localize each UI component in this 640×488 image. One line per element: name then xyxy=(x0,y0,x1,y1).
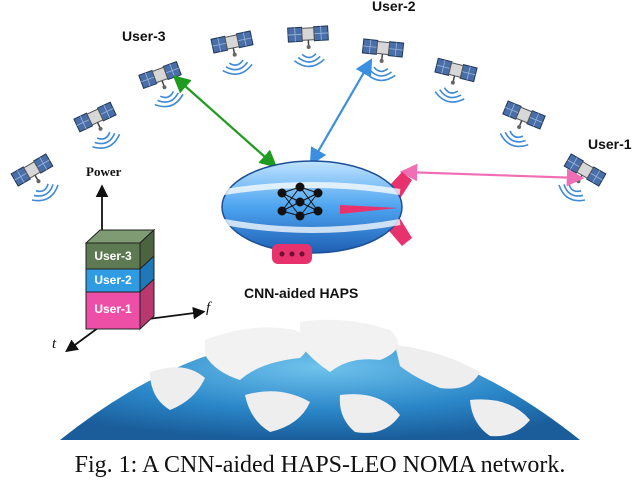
haps-airship xyxy=(221,160,412,264)
satellite-icon xyxy=(73,101,124,154)
power-stack xyxy=(84,228,156,331)
stack-layer-user1 xyxy=(85,291,141,330)
stack-label-user3: User-3 xyxy=(94,249,132,263)
satellite-user2-icon xyxy=(360,38,405,83)
link-user3 xyxy=(172,75,278,168)
user2-label: User-2 xyxy=(372,0,416,14)
haps-label: CNN-aided HAPS xyxy=(244,285,359,301)
user3-label: User-3 xyxy=(122,28,166,44)
satellite-user1-icon xyxy=(554,153,607,207)
link-user1 xyxy=(399,163,585,187)
time-axis-label: t xyxy=(52,336,57,352)
frequency-axis-label: f xyxy=(206,300,211,316)
satellite-icon xyxy=(286,25,330,69)
figure-caption: Fig. 1: A CNN-aided HAPS-LEO NOMA networ… xyxy=(74,452,566,478)
link-user2 xyxy=(309,58,373,166)
power-axis-label: Power xyxy=(86,164,122,179)
satellite-user3-icon xyxy=(138,60,187,112)
satellite-icon xyxy=(10,153,63,207)
satellite-icon xyxy=(497,100,546,152)
stack-layer-user3 xyxy=(85,242,141,270)
earth-globe xyxy=(0,319,640,488)
stack-label-user1: User-1 xyxy=(94,302,132,316)
satellite-icon xyxy=(210,30,256,78)
neural-network-icon xyxy=(277,182,323,221)
user1-label: User-1 xyxy=(588,136,632,152)
satellite-icon xyxy=(432,57,478,106)
stack-label-user2: User-2 xyxy=(94,273,132,287)
